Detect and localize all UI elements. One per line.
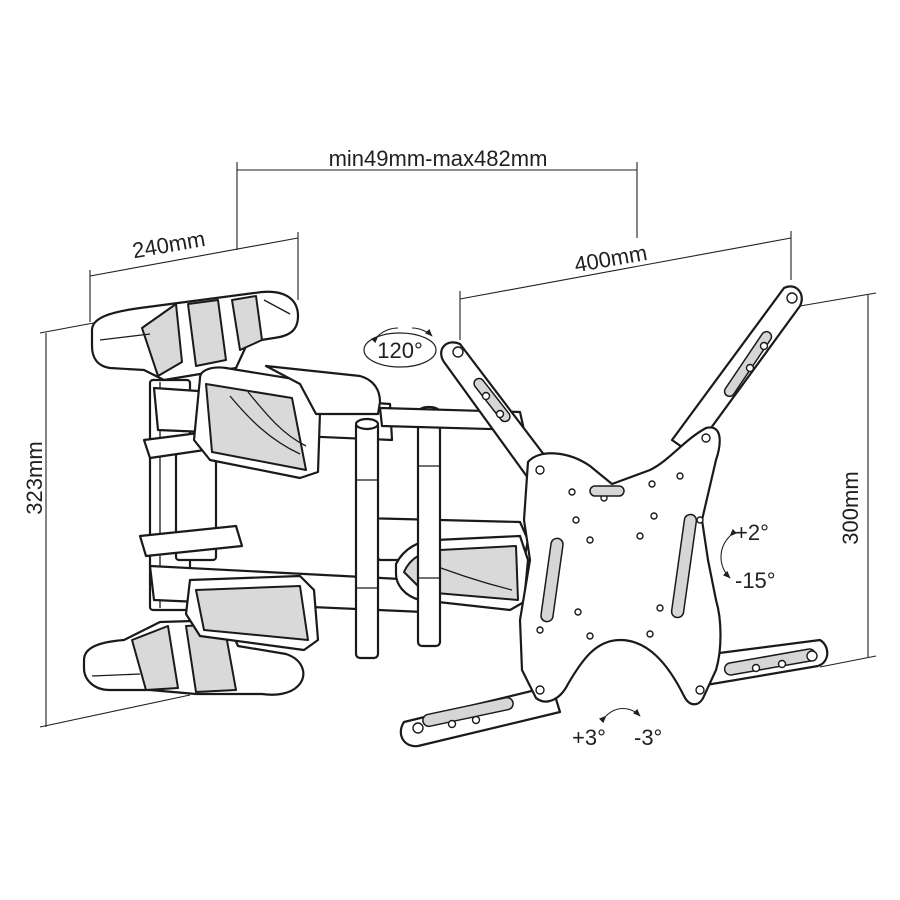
swivel-label: 120° (377, 338, 423, 363)
wall-plate-width-label: 240mm (130, 226, 207, 263)
upper-wall-bracket (90, 290, 300, 382)
vesa-height-label: 300mm (838, 471, 863, 544)
swivel-annotation: 120° (363, 327, 437, 368)
dimension-vesa-width: 400mm (459, 231, 792, 340)
dimension-extension: min49mm-max482mm (236, 146, 638, 250)
dimension-wall-plate-height: 323mm (22, 317, 191, 728)
vesa-plate (399, 285, 829, 748)
tilt-down-label: -15° (735, 568, 776, 593)
tilt-annotation: +2° -15° (720, 520, 776, 593)
upper-arm (152, 364, 394, 480)
tilt-up-label: +2° (735, 520, 769, 545)
dimension-vesa-height: 300mm (799, 292, 877, 668)
rotation-annotation: +3° -3° (572, 707, 662, 750)
rotate-minus-label: -3° (634, 725, 662, 750)
rotate-plus-label: +3° (572, 725, 606, 750)
extension-label: min49mm-max482mm (329, 146, 548, 171)
wall-plate-height-label: 323mm (22, 441, 47, 514)
lower-wall-bracket (82, 618, 305, 696)
